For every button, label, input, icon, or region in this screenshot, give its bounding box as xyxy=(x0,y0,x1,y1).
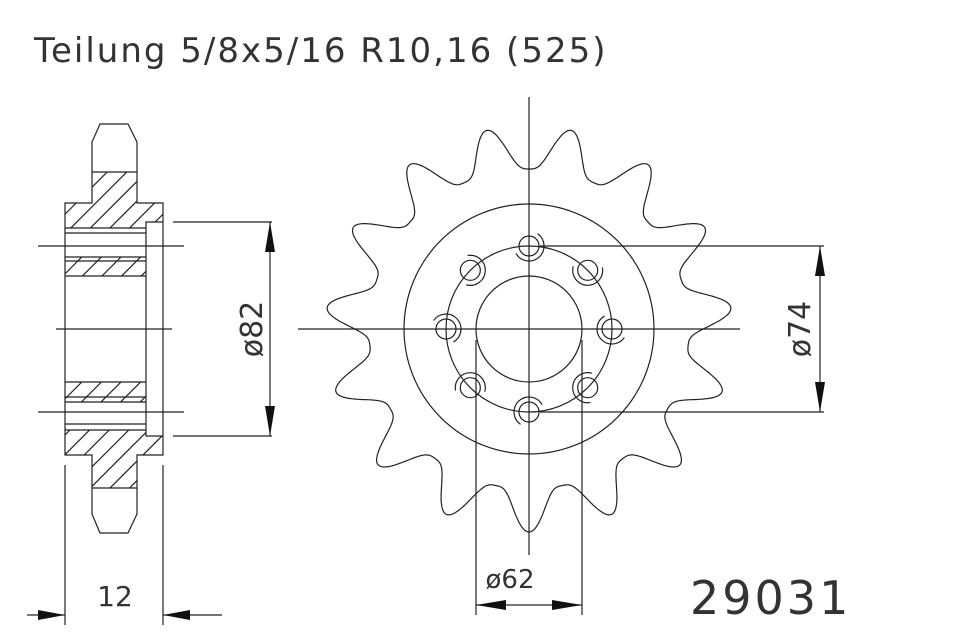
bolt-hole-thread-arc xyxy=(433,313,462,343)
hatch-line xyxy=(0,375,30,405)
hatch-line xyxy=(65,430,101,488)
hatch-line xyxy=(65,382,83,400)
hatch-line xyxy=(216,160,296,240)
bolt-hole-thread-arc xyxy=(572,266,604,286)
bolt-hole-thread-arc xyxy=(454,372,486,392)
hatch-line xyxy=(65,430,81,488)
hatch-line xyxy=(100,382,122,402)
hatch-line xyxy=(119,382,142,402)
side-view: ø82 12 xyxy=(0,123,335,625)
hatch-line xyxy=(235,250,265,280)
hatch-line xyxy=(80,382,103,402)
hatch-line xyxy=(140,270,146,276)
bore-diameter-label: ø62 xyxy=(486,565,535,595)
hatch-line xyxy=(81,257,103,276)
hatch-line xyxy=(235,160,315,240)
bolt-hole-thread-arc xyxy=(572,372,592,404)
bolt-hole xyxy=(459,259,481,281)
hatch-line xyxy=(235,375,265,405)
hatch-line xyxy=(117,430,163,488)
section-hatching xyxy=(0,160,335,500)
hatch-group xyxy=(0,250,265,280)
drawing-title: Teilung 5/8x5/16 R10,16 (525) xyxy=(33,31,607,71)
hatch-line xyxy=(136,172,163,228)
hatch-line xyxy=(196,160,276,240)
hatch-group xyxy=(65,420,335,500)
bolt-hole xyxy=(577,377,599,399)
hatch-line xyxy=(196,250,226,280)
hatch-line xyxy=(176,420,256,500)
hatch-line xyxy=(156,172,163,228)
hatch-line xyxy=(20,250,50,280)
hatch-line xyxy=(176,250,206,280)
side-profile-outline xyxy=(64,123,164,534)
part-number: 29031 xyxy=(690,571,851,625)
hatch-line xyxy=(255,160,335,240)
hatch-line xyxy=(255,420,335,500)
hatch-line xyxy=(120,257,142,276)
bolt-hole xyxy=(577,259,599,281)
hatch-line xyxy=(101,257,122,276)
hatch-line xyxy=(176,375,206,405)
hatch-line xyxy=(196,375,226,405)
hatch-line xyxy=(157,250,187,280)
hub-diameter-label: ø82 xyxy=(235,301,270,358)
hatch-line xyxy=(216,250,246,280)
hatch-line xyxy=(97,430,163,488)
bolt-hole-thread-arc xyxy=(596,315,625,345)
bolt-hole-thread-arc xyxy=(466,254,486,286)
hatch-line xyxy=(136,430,163,488)
hatch-line xyxy=(216,375,246,405)
front-view: ø74 ø62 xyxy=(298,97,825,615)
hatch-line xyxy=(235,420,315,500)
bolt-hole-thread-arc xyxy=(513,396,543,425)
hatch-line xyxy=(65,257,83,275)
bolt-hole-thread-arc xyxy=(515,233,545,262)
hatch-line xyxy=(216,420,296,500)
hatch-line xyxy=(139,395,146,402)
hatch-line xyxy=(156,430,163,488)
hatch-line xyxy=(65,172,140,228)
hatch-group xyxy=(0,375,265,405)
width-label: 12 xyxy=(97,580,133,613)
bolt-circle-diameter-label: ø74 xyxy=(783,301,818,358)
hatch-line xyxy=(157,375,187,405)
hatch-line xyxy=(176,160,256,240)
hatch-line xyxy=(0,250,30,280)
hatch-line xyxy=(20,375,50,405)
bolt-hole xyxy=(459,377,481,399)
hatch-line xyxy=(196,420,276,500)
hatch-group xyxy=(65,160,335,240)
